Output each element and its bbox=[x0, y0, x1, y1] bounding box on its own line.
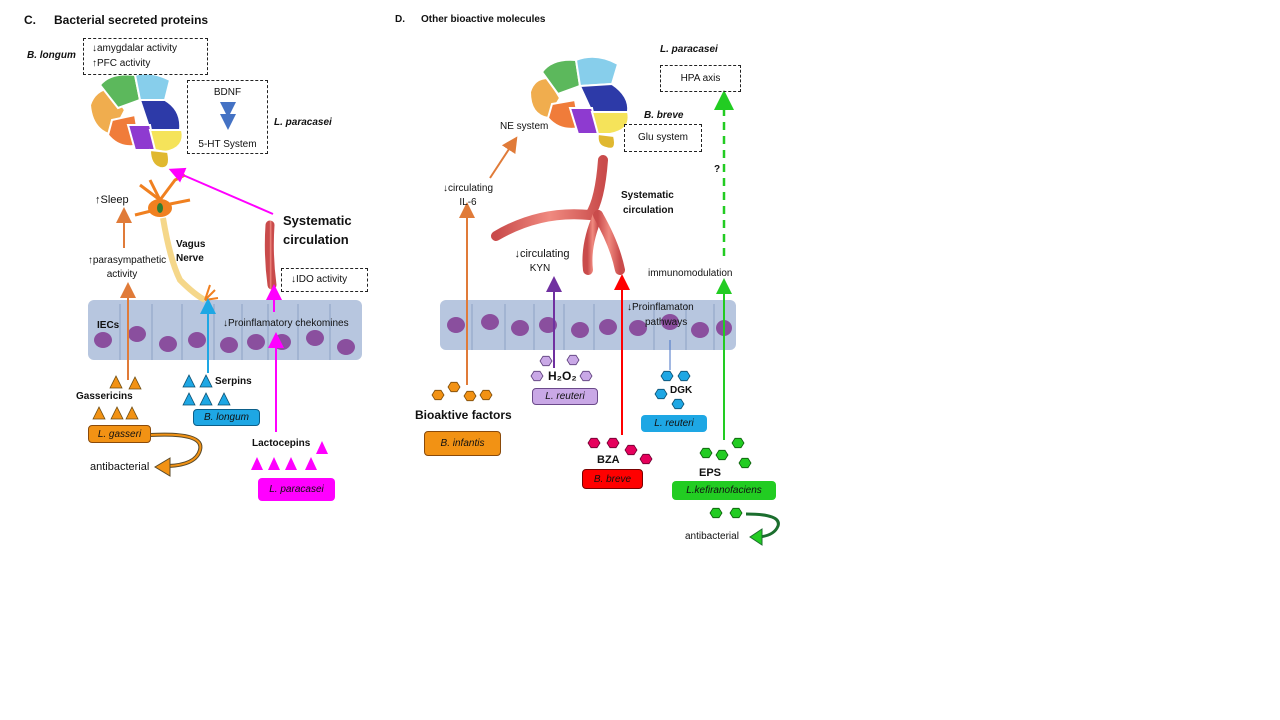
kyn-text-1: ↓circulating bbox=[514, 248, 570, 260]
serpins-label: Serpins bbox=[215, 376, 252, 387]
antibacterial-arrowhead-c bbox=[154, 457, 171, 477]
eps-hexagon bbox=[715, 449, 729, 461]
ido-text: ↓IDO activity bbox=[291, 274, 348, 285]
parasympathetic-text-2: activity bbox=[106, 269, 138, 280]
panel-c-title: Bacterial secreted proteins bbox=[54, 13, 209, 27]
h2o2-hexagon bbox=[566, 354, 580, 366]
serpin-molecules bbox=[182, 374, 231, 406]
b-longum-brain-label: B. longum bbox=[27, 50, 76, 61]
blood-vessel-c bbox=[264, 220, 277, 290]
eps-hexagon bbox=[738, 457, 752, 469]
panel-c-label: C. bbox=[24, 13, 36, 27]
immunomodulation-text: immunomodulation bbox=[648, 268, 733, 279]
systematic-circulation-d-1: Systematic bbox=[621, 190, 674, 201]
bioaktive-factor-hexagon bbox=[463, 390, 477, 402]
gassericin-molecules bbox=[92, 375, 142, 420]
lactocepins-label: Lactocepins bbox=[252, 438, 311, 449]
epithelial-cells-c bbox=[88, 300, 362, 360]
bdnf-5ht-box: BDNF 5-HT System bbox=[187, 80, 268, 154]
il6-text-1: ↓circulating bbox=[442, 183, 494, 194]
kyn-text-2: KYN bbox=[529, 263, 551, 274]
pfc-text: ↑PFC activity bbox=[92, 58, 151, 69]
dgk-molecules bbox=[654, 370, 691, 410]
bza-hexagon bbox=[606, 437, 620, 449]
amygdala-pfc-box: ↓amygdalar activity ↑PFC activity bbox=[83, 38, 208, 75]
dgk-hexagon bbox=[677, 370, 691, 382]
antibacterial-text-d: antibacterial bbox=[685, 531, 739, 542]
arrow-circulation-brain bbox=[168, 167, 274, 215]
l-gasseri-pill: L. gasseri bbox=[88, 425, 151, 443]
b-breve-glu-label: B. breve bbox=[644, 110, 684, 121]
bza-hexagon bbox=[639, 453, 653, 465]
bdnf-text: BDNF bbox=[213, 87, 242, 98]
5ht-system-text: 5-HT System bbox=[198, 139, 257, 150]
h2o2-hexagon bbox=[530, 370, 544, 382]
bza-label: BZA bbox=[597, 454, 620, 466]
parasympathetic-text-1: ↑parasympathetic bbox=[87, 255, 167, 266]
brain-illustration-c bbox=[88, 72, 184, 170]
eps-label: EPS bbox=[699, 467, 722, 479]
bza-hexagon bbox=[587, 437, 601, 449]
l-paracasei-hpa-label: L. paracasei bbox=[660, 44, 718, 55]
gassericins-label: Gassericins bbox=[76, 391, 133, 402]
l-paracasei-pill: L. paracasei bbox=[258, 478, 335, 501]
h2o2-molecules bbox=[530, 354, 593, 382]
h2o2-hexagon bbox=[579, 370, 593, 382]
proinflammatory-chemokines-text: ↓Proinflamatory chekomines bbox=[223, 318, 349, 329]
systematic-circulation-d-2: circulation bbox=[623, 205, 674, 216]
ido-activity-box: ↓IDO activity bbox=[281, 268, 368, 292]
amygdala-text: ↓amygdalar activity bbox=[92, 43, 178, 54]
l-reuteri-h2o2-pill: L. reuteri bbox=[532, 388, 598, 405]
blood-vessel-d bbox=[491, 155, 625, 275]
dgk-hexagon bbox=[671, 398, 685, 410]
vagus-text-2: Nerve bbox=[176, 253, 204, 264]
hpa-axis-text: HPA axis bbox=[680, 73, 721, 84]
proinflammatory-pathways-text-1: ↓Proinflamaton bbox=[627, 302, 694, 313]
eps-hexagon bbox=[699, 447, 713, 459]
systematic-circulation-c-2: circulation bbox=[283, 232, 349, 247]
question-mark: ? bbox=[714, 164, 721, 175]
panel-d-label: D. bbox=[395, 14, 405, 25]
bioaktive-factors-label: Bioaktive factors bbox=[415, 408, 512, 422]
l-paracasei-brain-label: L. paracasei bbox=[274, 117, 332, 128]
l-reuteri-dgk-pill: L. reuteri bbox=[641, 415, 707, 432]
il6-text-2: IL-6 bbox=[459, 197, 477, 208]
antibacterial-arrowhead-d bbox=[749, 528, 763, 546]
b-infantis-pill: B. infantis bbox=[424, 431, 501, 456]
b-breve-pill: B. breve bbox=[582, 469, 643, 489]
bza-hexagon bbox=[624, 444, 638, 456]
l-kefiranofaciens-pill: L.kefiranofaciens bbox=[672, 481, 776, 500]
glu-system-box: Glu system bbox=[624, 124, 702, 152]
bioaktive-factor-hexagon bbox=[479, 389, 493, 401]
lactocepin-molecules bbox=[251, 441, 328, 470]
systematic-circulation-c-1: Systematic bbox=[283, 213, 352, 228]
bza-molecules bbox=[587, 437, 653, 465]
bioaktive-factor-molecules bbox=[431, 381, 493, 402]
h2o2-label: H₂O₂ bbox=[548, 369, 577, 383]
dgk-hexagon bbox=[660, 370, 674, 382]
antibacterial-text-c: antibacterial bbox=[90, 461, 150, 473]
antibacterial-curve-arrow-d bbox=[745, 512, 780, 539]
sleep-text: ↑Sleep bbox=[95, 194, 129, 206]
eps-molecules bbox=[699, 437, 752, 519]
proinflammatory-pathways-text-2: pathways bbox=[645, 317, 688, 328]
eps-hexagon bbox=[709, 507, 723, 519]
h2o2-hexagon bbox=[539, 355, 553, 367]
eps-hexagon bbox=[729, 507, 743, 519]
panel-d-title: Other bioactive molecules bbox=[421, 14, 546, 25]
dgk-label: DGK bbox=[670, 385, 693, 396]
arrow-il6-ne bbox=[489, 136, 518, 179]
dgk-hexagon bbox=[654, 388, 668, 400]
brain-illustration-d bbox=[528, 55, 630, 150]
glu-system-text: Glu system bbox=[637, 132, 688, 143]
b-longum-pill: B. longum bbox=[193, 409, 260, 426]
ne-system-text: NE system bbox=[500, 121, 549, 132]
hpa-axis-box: HPA axis bbox=[660, 65, 741, 92]
bioaktive-factor-hexagon bbox=[447, 381, 461, 393]
eps-hexagon bbox=[731, 437, 745, 449]
bioaktive-factor-hexagon bbox=[431, 389, 445, 401]
iecs-label: IECs bbox=[97, 320, 120, 331]
vagus-text-1: Vagus bbox=[176, 239, 206, 250]
